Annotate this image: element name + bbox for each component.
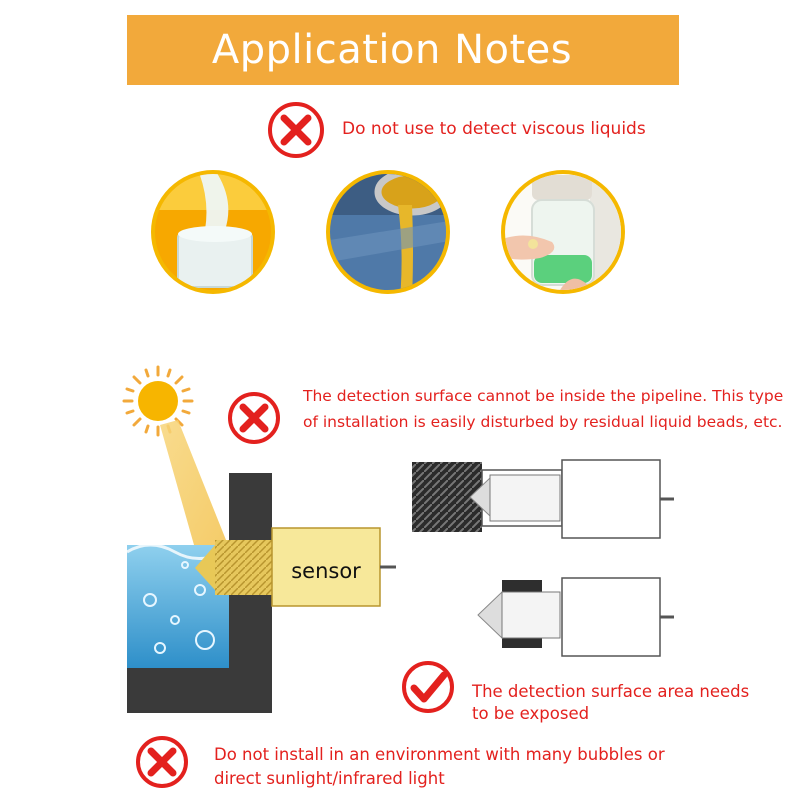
sun-icon: [122, 365, 194, 437]
page-title: Application Notes: [211, 27, 573, 73]
note-viscous: Do not use to detect viscous liquids: [342, 119, 646, 139]
sensor-main: [195, 527, 396, 607]
note-bubbles: Do not install in an environment with ma…: [214, 743, 714, 791]
cross-icon: [268, 102, 324, 158]
note-bubbles-line1: Do not install in an environment with ma…: [214, 745, 665, 764]
note-exposed: The detection surface area needs to be e…: [472, 681, 792, 725]
header-banner: Application Notes: [127, 15, 679, 85]
sensor-exposed: [477, 577, 674, 657]
note-pipeline-line2: of installation is easily disturbed by r…: [303, 413, 783, 431]
sensor-in-pipeline: [412, 459, 674, 539]
note-exposed-line1: The detection surface area needs: [472, 682, 750, 701]
note-pipeline-line1: The detection surface cannot be inside t…: [303, 387, 784, 405]
note-bubbles-line2: direct sunlight/infrared light: [214, 769, 445, 788]
viscous-photo-glue: [151, 170, 275, 294]
viscous-photo-soap: [501, 170, 625, 294]
cross-icon: [136, 736, 188, 788]
note-pipeline: The detection surface cannot be inside t…: [303, 383, 793, 435]
cross-icon: [228, 392, 280, 444]
note-exposed-line2: to be exposed: [472, 704, 590, 723]
sunlight-beam: [160, 420, 228, 552]
viscous-photo-oil: [326, 170, 450, 294]
sensor-label: sensor: [291, 559, 361, 583]
check-icon: [402, 661, 454, 713]
